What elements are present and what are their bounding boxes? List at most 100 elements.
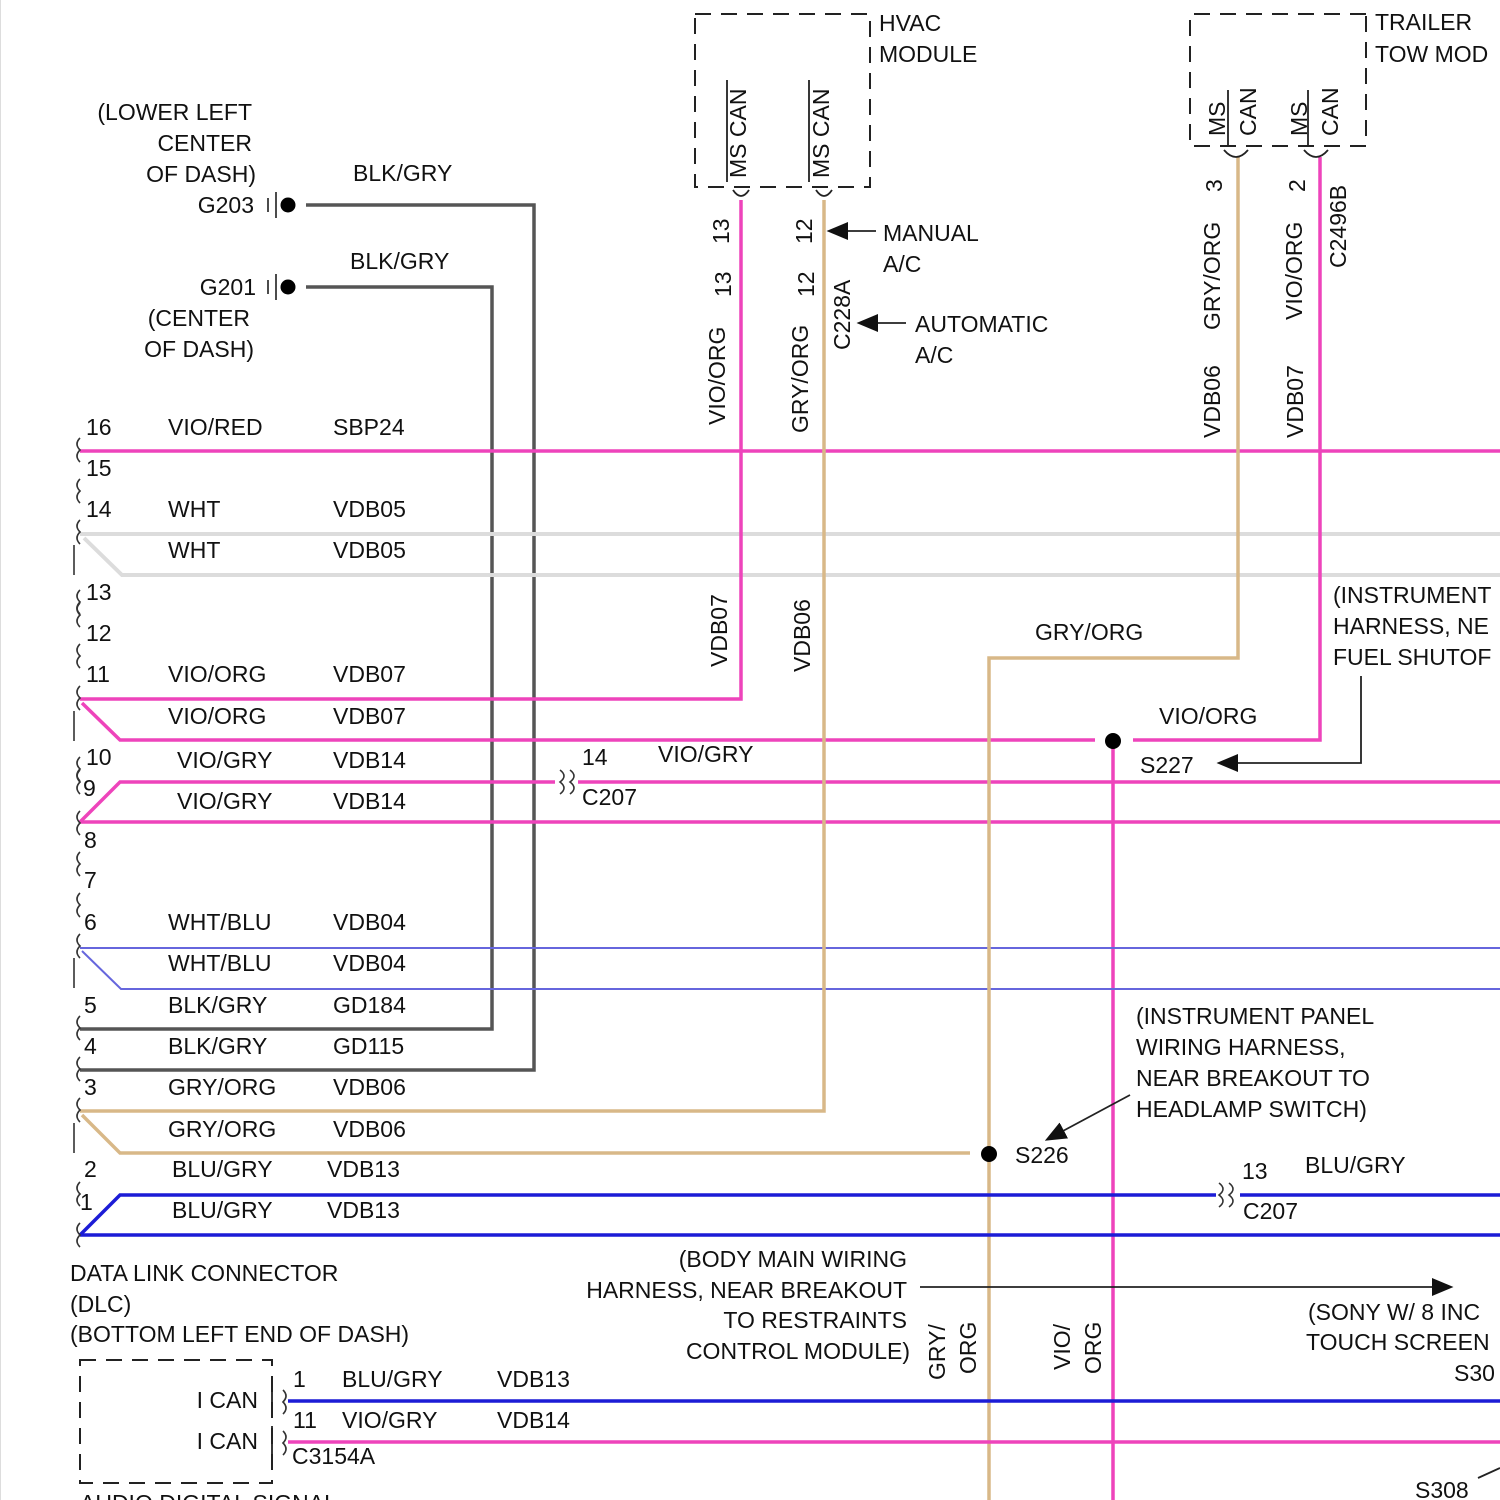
splice-s226-label: S226: [1015, 1142, 1069, 1168]
dlc-pin: 15: [86, 455, 112, 481]
sony-note-2: TOUCH SCREEN: [1306, 1329, 1490, 1355]
headlamp-note-1: (INSTRUMENT PANEL: [1136, 1003, 1374, 1029]
dlc-circuit: VDB06: [333, 1074, 406, 1100]
splice-s227-dot: [1105, 733, 1121, 749]
hvac-title-1: HVAC: [879, 10, 941, 36]
c207-bottom-symbol: [1219, 1183, 1233, 1207]
bottom-vio-org-2: ORG: [1080, 1322, 1106, 1374]
dlc-pin: 9: [83, 775, 96, 801]
trailer-circuit-b: VDB07: [1282, 365, 1308, 438]
audio-pin-b: I CAN: [197, 1428, 258, 1454]
dlc-circuit: VDB06: [333, 1116, 406, 1142]
ground-g201-symbol: [268, 274, 296, 300]
dlc-pin: 6: [84, 909, 97, 935]
manual-ac-note-1: MANUAL: [883, 220, 979, 246]
audio-wire-a: BLU/GRY: [342, 1366, 443, 1392]
g203-wire-color: BLK/GRY: [353, 160, 452, 186]
hvac-module-box: [695, 14, 870, 187]
trailer-title-2: TOW MOD: [1375, 41, 1488, 67]
trailer-title-1: TRAILER: [1375, 9, 1472, 35]
hvac-connector: C228A: [829, 279, 855, 350]
splice-s226-dot: [981, 1146, 997, 1162]
body-note-4: CONTROL MODULE): [686, 1338, 910, 1364]
audio-module-box: [80, 1360, 272, 1483]
dlc-pin: 11: [86, 661, 110, 687]
hvac-circuit-b: VDB06: [789, 599, 815, 672]
mid-vio-org-label: VIO/ORG: [1159, 703, 1257, 729]
dlc-wire: BLU/GRY: [172, 1197, 273, 1223]
dlc-wire: GRY/ORG: [168, 1074, 276, 1100]
sony-note-1: (SONY W/ 8 INC: [1308, 1299, 1480, 1325]
dlc-wire: VIO/GRY: [177, 747, 272, 773]
g203-location-1: (LOWER LEFT: [97, 99, 252, 125]
headlamp-note-3: NEAR BREAKOUT TO: [1136, 1065, 1370, 1091]
fuel-note-1: (INSTRUMENT: [1333, 582, 1491, 608]
dlc-wire: WHT: [168, 537, 220, 563]
g201-label: G201: [200, 274, 256, 300]
dlc-pin: 5: [84, 992, 97, 1018]
dlc-pin: 3: [84, 1074, 97, 1100]
headlamp-note-arrow: [1048, 1095, 1130, 1139]
dlc-circuit: VDB14: [333, 788, 406, 814]
sony-note-3: S30: [1454, 1360, 1495, 1386]
audio-cavity-b: 11: [293, 1407, 317, 1433]
manual-ac-note-2: A/C: [883, 251, 921, 277]
dlc-wire: WHT/BLU: [168, 909, 272, 935]
c207-bottom-wire: BLU/GRY: [1305, 1152, 1406, 1178]
dlc-wire: VIO/ORG: [168, 661, 266, 687]
hvac-wire-a: VIO/ORG: [704, 327, 730, 425]
dlc-circuit: VDB04: [333, 950, 406, 976]
wire-g203: [80, 205, 534, 1070]
dlc-brackets: [74, 438, 80, 1247]
c207-top-symbol: [560, 770, 574, 794]
hvac-pin-b: MS CAN: [808, 89, 834, 178]
dlc-pin: 16: [86, 414, 112, 440]
dlc-pin: 14: [86, 496, 112, 522]
dlc-caption-3: (BOTTOM LEFT END OF DASH): [70, 1321, 409, 1347]
c207-top-wire: VIO/GRY: [658, 741, 753, 767]
audio-pin-a: I CAN: [197, 1387, 258, 1413]
dlc-wire: VIO/ORG: [168, 703, 266, 729]
c207-bottom-cavity: 13: [1242, 1158, 1268, 1184]
dlc-circuit: VDB07: [333, 703, 406, 729]
hvac-pin-a: MS CAN: [725, 89, 751, 178]
dlc-circuit: GD115: [333, 1033, 404, 1059]
fuel-note-2: HARNESS, NE: [1333, 613, 1489, 639]
s308-leader: [1478, 1468, 1500, 1478]
g201-wire-color: BLK/GRY: [350, 248, 449, 274]
wire-vdb14: [80, 782, 555, 822]
dlc-wire: BLK/GRY: [168, 1033, 267, 1059]
dlc-wire: VIO/GRY: [177, 788, 272, 814]
splice-s308-label: S308: [1415, 1477, 1469, 1500]
dlc-wire: WHT: [168, 496, 220, 522]
dlc-pin: 8: [84, 827, 97, 853]
hvac-cavity-a1: 13: [708, 218, 734, 244]
trailer-wire-b: VIO/ORG: [1281, 222, 1307, 320]
body-note-2: HARNESS, NEAR BREAKOUT: [586, 1277, 907, 1303]
dlc-circuit: VDB14: [333, 747, 406, 773]
hvac-title-2: MODULE: [879, 41, 977, 67]
ground-g203-symbol: [268, 192, 296, 218]
mid-gry-org-label: GRY/ORG: [1035, 619, 1143, 645]
automatic-ac-note-2: A/C: [915, 342, 953, 368]
trailer-pin-b-1: MS: [1286, 102, 1312, 137]
trailer-wire-a: GRY/ORG: [1199, 222, 1225, 330]
automatic-ac-note-1: AUTOMATIC: [915, 311, 1048, 337]
bottom-gry-org-1: GRY/: [924, 1324, 950, 1380]
dlc-circuit: VDB07: [333, 661, 406, 687]
trailer-cavity-b: 2: [1284, 179, 1310, 192]
bottom-gry-org-2: ORG: [955, 1322, 981, 1374]
dlc-circuit: VDB04: [333, 909, 406, 935]
audio-circuit-a: VDB13: [497, 1366, 570, 1392]
hvac-cavity-b2: 12: [793, 271, 819, 297]
dlc-pin: 13: [86, 579, 112, 605]
g201-location-2: OF DASH): [144, 336, 254, 362]
wire-vdb05-b: [84, 538, 1500, 575]
audio-wire-b: VIO/GRY: [342, 1407, 437, 1433]
headlamp-note-2: WIRING HARNESS,: [1136, 1034, 1346, 1060]
dlc-circuit: VDB05: [333, 496, 406, 522]
wire-vdb04-b: [82, 951, 1500, 989]
audio-footer: AUDIO DIGITAL SIGNAL: [80, 1490, 337, 1500]
dlc-pin: 2: [84, 1156, 97, 1182]
